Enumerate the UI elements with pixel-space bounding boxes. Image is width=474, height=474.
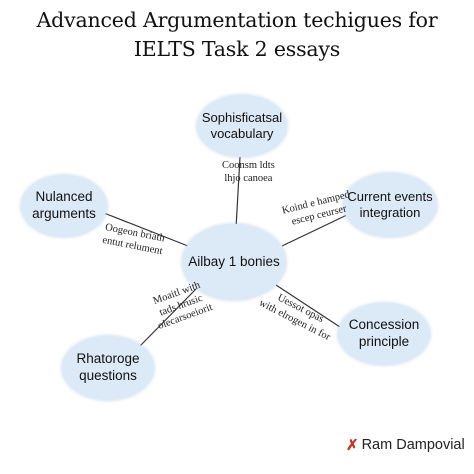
diagram-title-line-1: Advanced Argumentation techigues for — [36, 8, 438, 32]
connector-vocab — [235, 156, 241, 229]
node-label-line: Nulanced — [35, 189, 93, 205]
node-sophisticated-vocabulary: Sophisficatsal vocabulary — [197, 95, 287, 157]
node-label-line: arguments — [32, 206, 96, 221]
brand-watermark: ✗ Ram Dampovial — [346, 436, 465, 454]
edge-label-line: Coonsm ldts — [222, 160, 275, 171]
node-label-line: principle — [358, 334, 410, 349]
node-label-line: Rhatoroge — [76, 351, 140, 367]
node-label-line: integration — [359, 205, 421, 220]
connector-rhetoric — [139, 288, 197, 347]
connector-events — [281, 213, 350, 247]
edge-label-vocab: Coonsm ldts lhjo canoea — [222, 160, 275, 185]
x-logo-icon: ✗ — [346, 437, 359, 454]
center-node-label: Ailbay 1 bonies — [188, 253, 280, 269]
node-nuanced-arguments: Nulanced arguments — [21, 175, 107, 237]
node-label-line: Sophisficatsal — [201, 109, 283, 125]
node-label-line: Concession — [348, 317, 420, 333]
connector-nuanced — [103, 212, 189, 247]
node-current-events-integration: Current events integration — [343, 173, 437, 237]
brand-name: Ram Dampovial — [361, 437, 465, 453]
edge-label-line: lhjo canoea — [224, 172, 273, 184]
node-label-line: questions — [79, 368, 137, 383]
node-label-line: Current events — [347, 188, 433, 204]
node-rhetorical-questions: Rhatoroge questions — [62, 336, 154, 400]
diagram-title-line-2: IELTS Task 2 essays — [133, 37, 341, 61]
node-center: Ailbay 1 bonies — [182, 224, 286, 300]
connector-concess — [275, 284, 344, 330]
node-label-line: vocabulary — [210, 126, 274, 141]
node-concession-principle: Concession principle — [338, 303, 430, 365]
